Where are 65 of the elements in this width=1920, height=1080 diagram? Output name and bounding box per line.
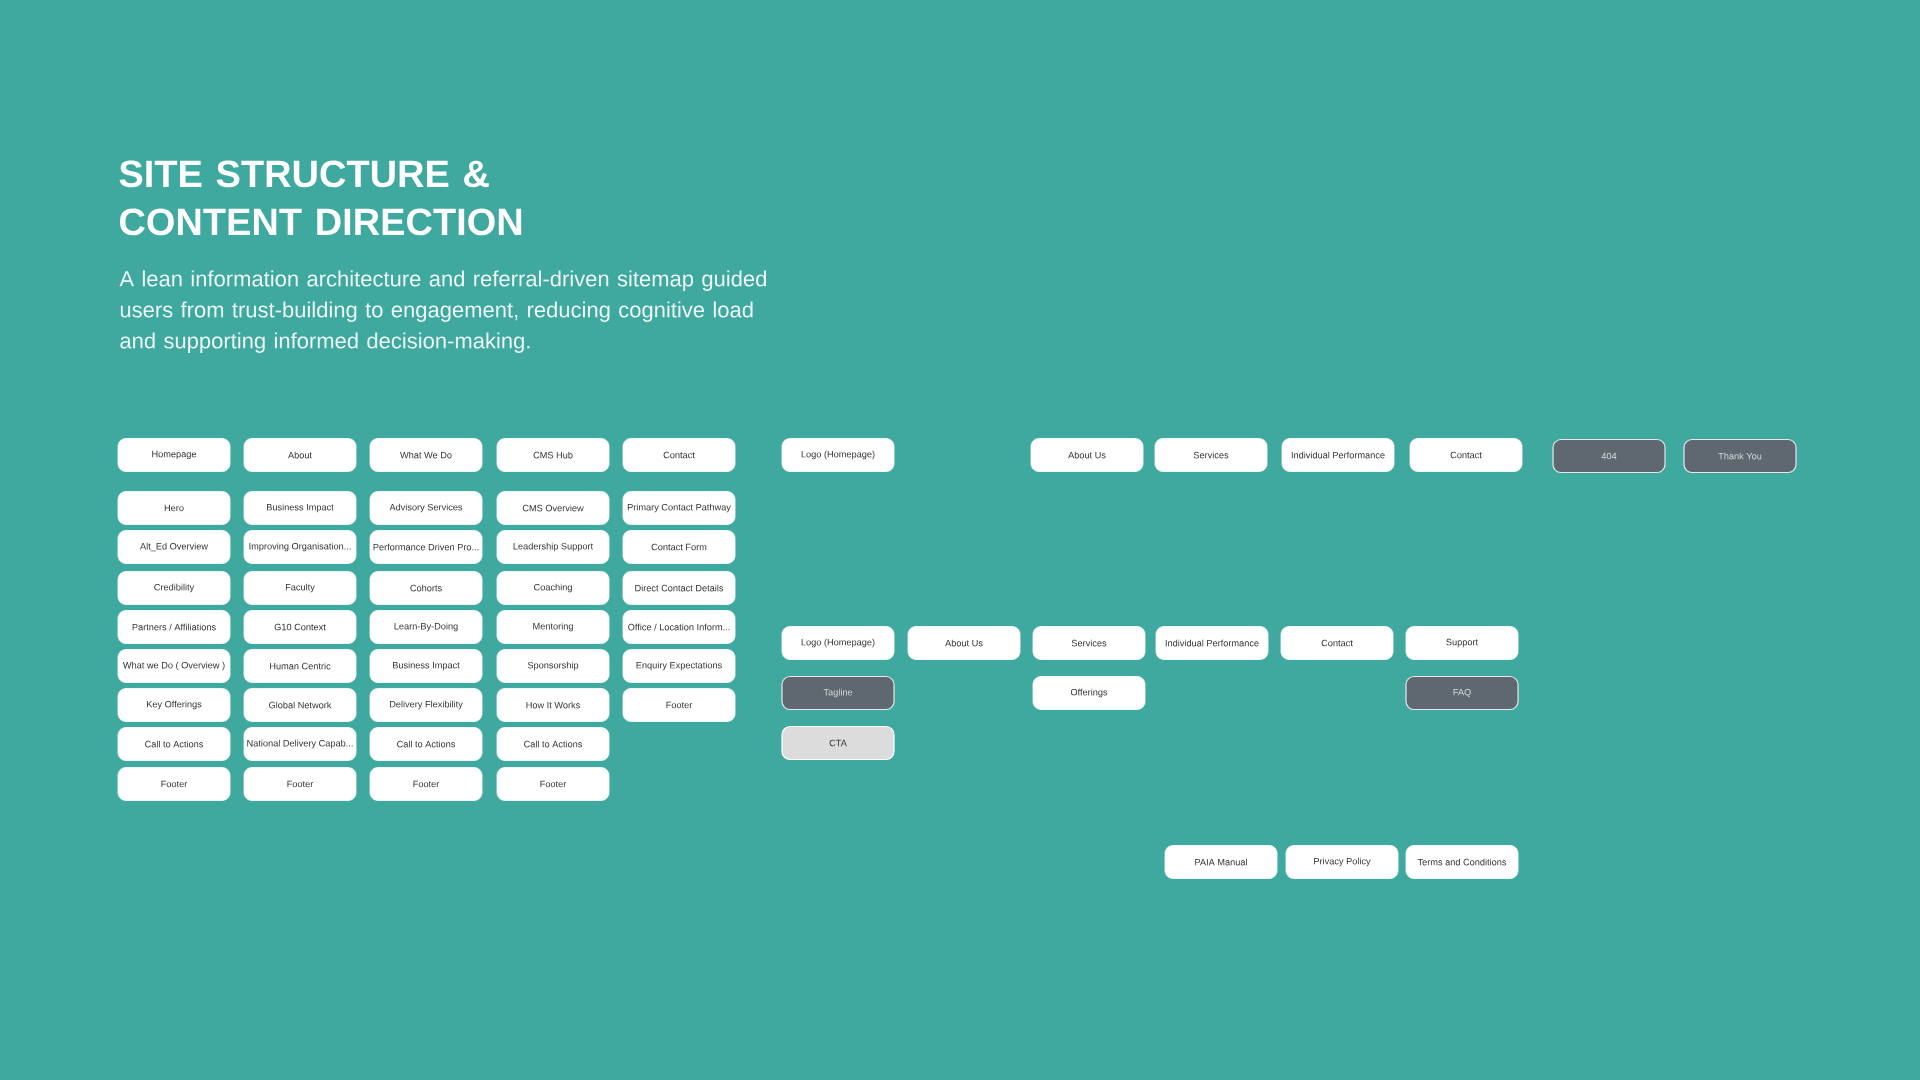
page-box: Faculty: [243, 571, 357, 605]
page-box: Logo (Homepage): [781, 626, 895, 660]
page-box: About Us: [1030, 438, 1144, 472]
page-box: Thank You: [1683, 438, 1797, 474]
page-box: Footer: [117, 767, 231, 801]
page-box: What we Do ( Overview ): [117, 649, 231, 683]
page-box: Credibility: [117, 571, 231, 605]
page-box: Offerings: [1032, 676, 1146, 710]
page-box: Contact: [1280, 626, 1394, 660]
page-box: Global Network: [243, 688, 357, 722]
page-box: Coaching: [496, 571, 610, 605]
page-box: Footer: [496, 767, 610, 801]
page-box: About Us: [907, 626, 1021, 660]
page-box: Services: [1032, 626, 1146, 660]
page-box: Terms and Conditions: [1405, 845, 1519, 879]
page-box: CMS Hub: [496, 438, 610, 472]
page-box: Footer: [243, 767, 357, 801]
page-box: Call to Actions: [369, 727, 483, 761]
page-box: PAIA Manual: [1164, 845, 1278, 879]
page-box: Advisory Services: [369, 491, 483, 525]
page-box: Improving Organisation...: [243, 530, 357, 564]
page-box: Individual Performance: [1281, 438, 1395, 472]
page-box: Hero: [117, 491, 231, 525]
page-box: Business Impact: [369, 649, 483, 683]
page-box: Privacy Policy: [1285, 845, 1399, 879]
page-box: Logo (Homepage): [781, 438, 895, 472]
page-box: Homepage: [117, 438, 231, 472]
page-box: Partners / Affiliations: [117, 610, 231, 644]
page-box: Cohorts: [369, 571, 483, 605]
page-box: Enquiry Expectations: [622, 649, 736, 683]
page-box: CMS Overview: [496, 491, 610, 525]
page-box: Footer: [622, 688, 736, 722]
page-box: Contact Form: [622, 530, 736, 564]
page-box: Call to Actions: [496, 727, 610, 761]
title: SITE STRUCTURE & CONTENT DIRECTION: [119, 160, 522, 236]
page-box: Learn-By-Doing: [369, 610, 483, 644]
page-box: Mentoring: [496, 610, 610, 644]
page-box: Contact: [622, 438, 736, 472]
page-box: Business Impact: [243, 491, 357, 525]
page-box: Human Centric: [243, 649, 357, 683]
page-box: Call to Actions: [117, 727, 231, 761]
page-box: Contact: [1409, 438, 1523, 472]
page-box: Support: [1405, 626, 1519, 660]
page-box: About: [243, 438, 357, 472]
page-box: What We Do: [369, 438, 483, 472]
page-box: CTA: [781, 725, 895, 761]
page-box: G10 Context: [243, 610, 357, 644]
page-box: Performance Driven Pro...: [369, 530, 483, 564]
page-box: Direct Contact Details: [622, 571, 736, 605]
page-box: Tagline: [781, 675, 895, 711]
page-box: Footer: [369, 767, 483, 801]
page-box: FAQ: [1405, 675, 1519, 711]
page-box: Services: [1154, 438, 1268, 472]
page-box: Key Offerings: [117, 688, 231, 722]
page-box: Primary Contact Pathway: [622, 491, 736, 525]
page-box: Leadership Support: [496, 530, 610, 564]
page-box: National Delivery Capab...: [243, 727, 357, 761]
page-box: Office / Location Inform...: [622, 610, 736, 644]
page-box: Alt_Ed Overview: [117, 530, 231, 564]
description: A lean information architecture and referral-driven sitemap guided users from trust-building to engagement, reducing cognitive load and supporting informed decision-making.: [119, 270, 766, 353]
page-box: Sponsorship: [496, 649, 610, 683]
page-box: Individual Performance: [1155, 626, 1269, 660]
page-box: How It Works: [496, 688, 610, 722]
page-box: Delivery Flexibility: [369, 688, 483, 722]
page-box: 404: [1552, 438, 1666, 474]
